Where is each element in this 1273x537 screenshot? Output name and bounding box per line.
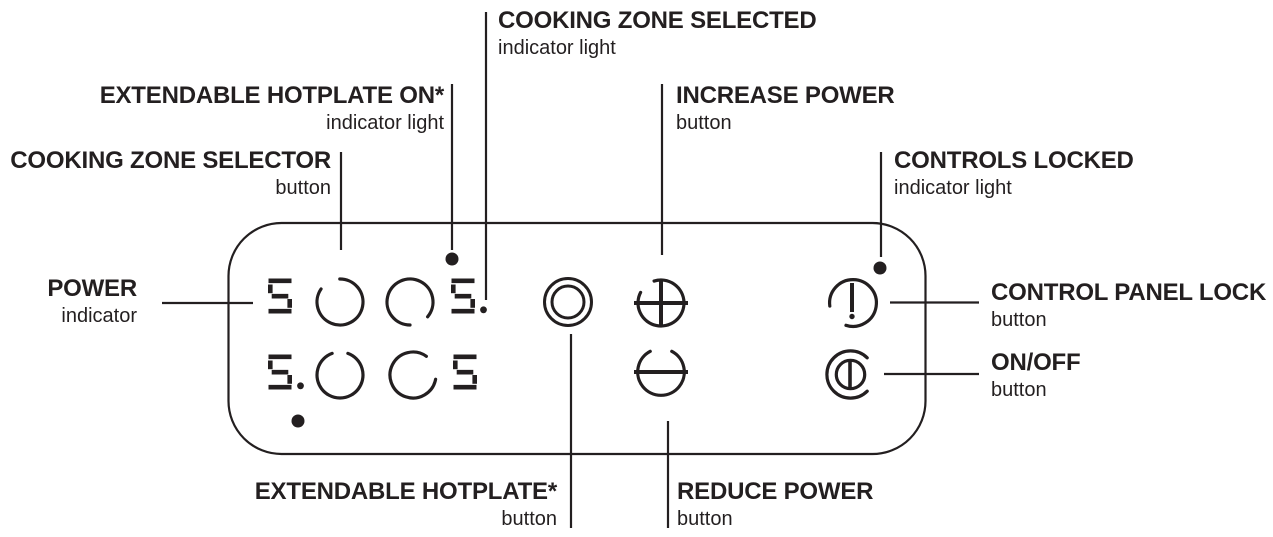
callout-subtitle: button — [991, 309, 1047, 331]
callout-increase-power: INCREASE POWER button — [676, 82, 895, 135]
callout-subtitle: button — [501, 508, 557, 530]
cooking-zone-selector-button-top-right[interactable] — [385, 277, 435, 327]
power-display-bottom-right — [452, 354, 478, 390]
cooking-zone-selector-button-top-left[interactable] — [315, 277, 365, 327]
callout-controls-locked: CONTROLS LOCKED indicator light — [894, 147, 1134, 200]
on-off-button[interactable] — [825, 349, 869, 400]
callout-title: REDUCE POWER — [677, 478, 874, 505]
power-display-bottom-left — [267, 354, 304, 390]
callout-subtitle: indicator light — [498, 37, 616, 59]
callout-subtitle: button — [991, 379, 1047, 401]
callout-cooking-zone-selector: COOKING ZONE SELECTOR button — [10, 147, 331, 200]
callout-subtitle: button — [676, 112, 732, 134]
callout-subtitle: button — [275, 177, 331, 199]
callout-power: POWER indicator — [47, 275, 137, 328]
controls-locked-indicator-light — [873, 261, 887, 275]
callout-title: CONTROLS LOCKED — [894, 147, 1134, 174]
control-panel-outline — [227, 221, 927, 456]
callout-subtitle: indicator — [61, 305, 137, 327]
power-display-top-right — [450, 278, 487, 314]
cooking-zone-indicator-light — [291, 414, 305, 428]
callout-title: ON/OFF — [991, 349, 1081, 376]
callout-reduce-power: REDUCE POWER button — [677, 478, 874, 531]
callout-cooking-zone-selected: COOKING ZONE SELECTED indicator light — [498, 7, 817, 60]
callout-subtitle: indicator light — [326, 112, 444, 134]
callout-control-panel-lock: CONTROL PANEL LOCK button — [991, 279, 1267, 332]
cooking-zone-selector-button-bottom-left[interactable] — [315, 351, 365, 400]
extendable-hotplate-button[interactable] — [543, 277, 593, 327]
callout-on-off: ON/OFF button — [991, 349, 1081, 402]
callout-title: CONTROL PANEL LOCK — [991, 279, 1267, 306]
callout-title: COOKING ZONE SELECTED — [498, 7, 817, 34]
control-panel-lock-button[interactable] — [828, 278, 878, 328]
callout-title: EXTENDABLE HOTPLATE* — [254, 478, 557, 505]
callout-extendable-hotplate-on: EXTENDABLE HOTPLATE ON* indicator light — [99, 82, 445, 135]
callout-title: INCREASE POWER — [676, 82, 895, 109]
reduce-power-button[interactable] — [634, 349, 688, 397]
power-display-top-left — [267, 278, 293, 314]
extendable-hotplate-on-indicator-light — [445, 252, 459, 266]
callout-title: EXTENDABLE HOTPLATE ON* — [99, 82, 445, 109]
cooking-zone-selector-button-bottom-right[interactable] — [388, 350, 438, 400]
callout-lines — [162, 12, 979, 528]
callout-extendable-hotplate: EXTENDABLE HOTPLATE* button — [254, 478, 557, 531]
callout-subtitle: indicator light — [894, 177, 1012, 199]
callout-subtitle: button — [677, 508, 733, 530]
callout-title: COOKING ZONE SELECTOR — [10, 147, 331, 174]
increase-power-button[interactable] — [634, 278, 688, 328]
callout-title: POWER — [47, 275, 137, 302]
